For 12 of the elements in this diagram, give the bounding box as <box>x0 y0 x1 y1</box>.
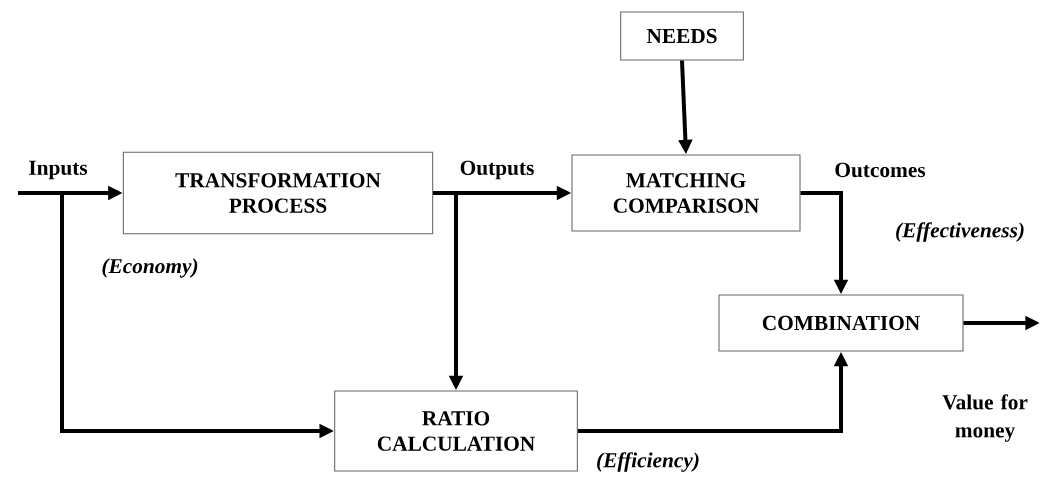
process-box: TRANSFORMATION PROCESS <box>122 151 434 235</box>
edge-label: Outputs <box>458 159 536 181</box>
note-label: (Effectiveness) <box>893 220 1027 244</box>
process-box: RATIO CALCULATION <box>334 390 578 472</box>
edge-label: (Economy) <box>100 256 200 280</box>
edge-label: Outcomes <box>833 161 927 179</box>
process-box: MATCHING COMPARISON <box>571 154 801 232</box>
process-box: NEEDS <box>620 11 744 61</box>
process-box: COMBINATION <box>718 294 964 352</box>
edge-label: (Efficiency) <box>594 450 702 474</box>
edge-label: Value for money <box>933 392 1037 444</box>
edge-label: Inputs <box>27 159 89 181</box>
